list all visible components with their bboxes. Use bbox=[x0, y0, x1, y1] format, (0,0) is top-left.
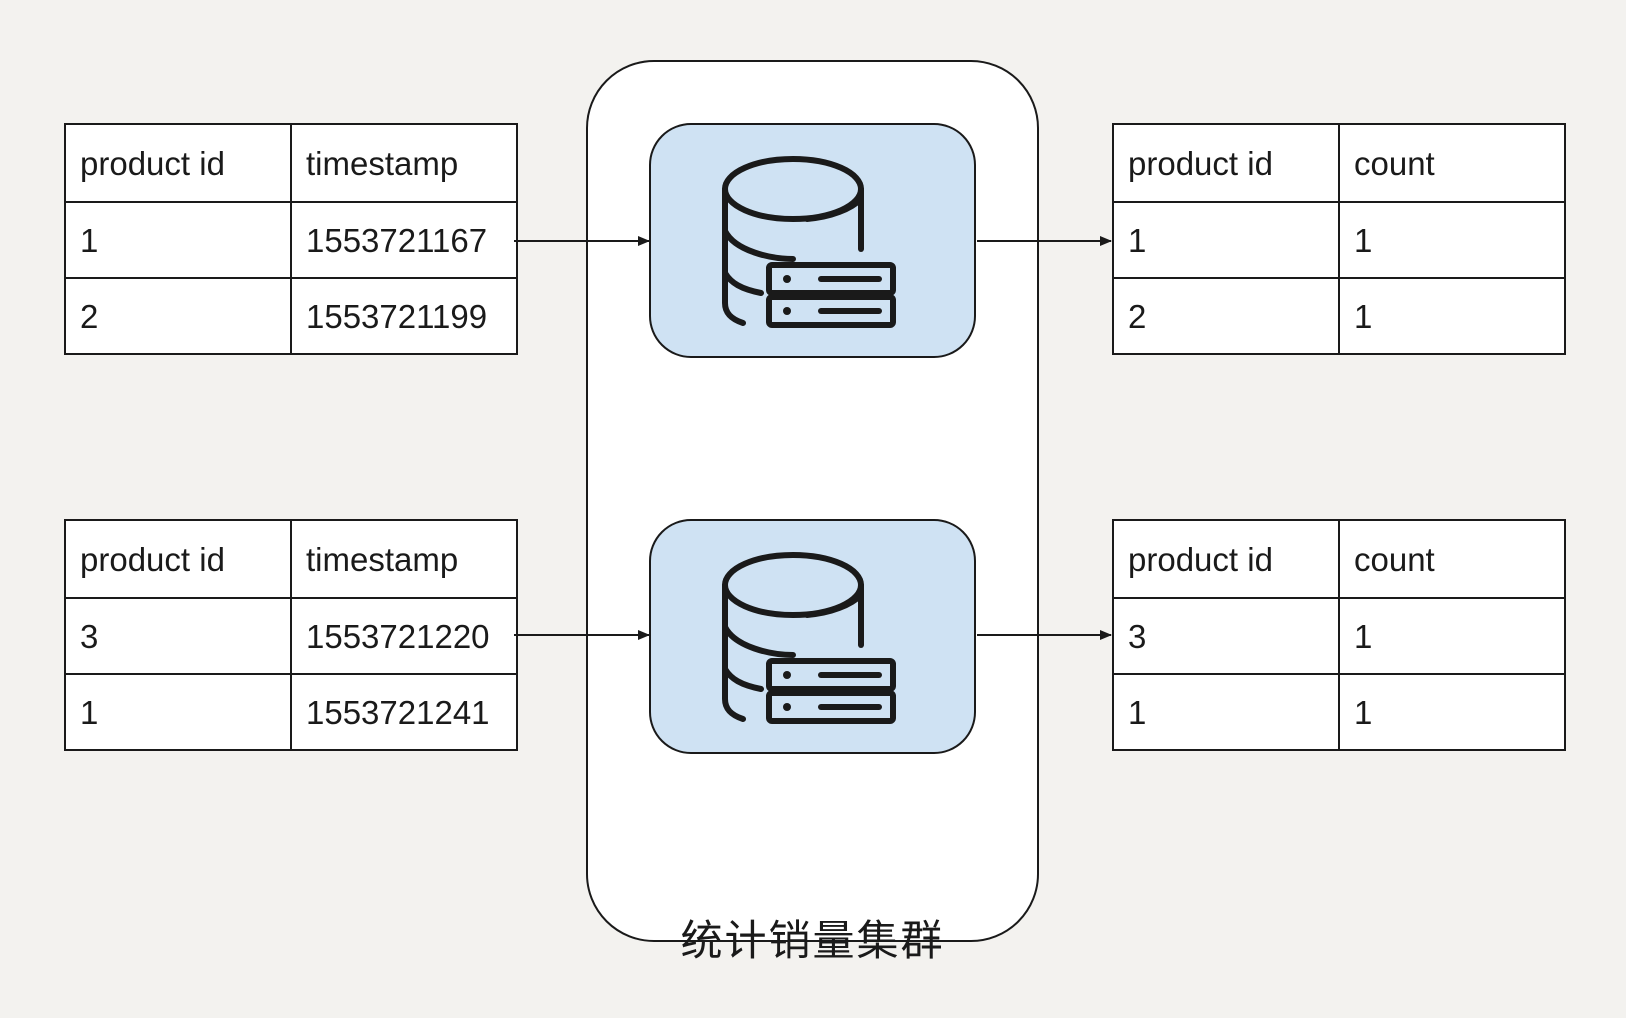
table-cell: 1553721220 bbox=[290, 597, 518, 675]
table-cell: 2 bbox=[1112, 277, 1340, 355]
table-row: 1 1553721167 bbox=[64, 201, 518, 279]
cluster-label: 统计销量集群 bbox=[680, 916, 945, 965]
table-row: 2 1 bbox=[1112, 277, 1566, 355]
table-cell: 1553721167 bbox=[290, 201, 518, 279]
table-row: 1 1553721241 bbox=[64, 673, 518, 751]
table-cell: 1 bbox=[1112, 201, 1340, 279]
table-cell: 1 bbox=[1338, 277, 1566, 355]
header-cell: product id bbox=[1112, 123, 1340, 203]
input-table-2: product id timestamp 3 1553721220 1 1553… bbox=[64, 519, 518, 751]
output-table-1: product id count 1 1 2 1 bbox=[1112, 123, 1566, 355]
table-row: 1 1 bbox=[1112, 673, 1566, 751]
header-cell: product id bbox=[1112, 519, 1340, 599]
header-cell: timestamp bbox=[290, 123, 518, 203]
table-cell: 1 bbox=[64, 673, 292, 751]
table-cell: 3 bbox=[1112, 597, 1340, 675]
output-table-2: product id count 3 1 1 1 bbox=[1112, 519, 1566, 751]
table-cell: 2 bbox=[64, 277, 292, 355]
table-cell: 1 bbox=[1338, 201, 1566, 279]
table-cell: 1553721199 bbox=[290, 277, 518, 355]
database-server-icon bbox=[722, 156, 896, 328]
header-cell: product id bbox=[64, 519, 292, 599]
table-cell: 1553721241 bbox=[290, 673, 518, 751]
table-cell: 1 bbox=[1338, 597, 1566, 675]
table-cell: 3 bbox=[64, 597, 292, 675]
header-cell: timestamp bbox=[290, 519, 518, 599]
table-row: 2 1553721199 bbox=[64, 277, 518, 355]
table-row: 3 1553721220 bbox=[64, 597, 518, 675]
table-header-row: product id timestamp bbox=[64, 519, 518, 599]
header-cell: count bbox=[1338, 123, 1566, 203]
table-header-row: product id count bbox=[1112, 123, 1566, 203]
table-cell: 1 bbox=[1112, 673, 1340, 751]
table-header-row: product id timestamp bbox=[64, 123, 518, 203]
database-server-icon bbox=[722, 552, 896, 724]
table-row: 1 1 bbox=[1112, 201, 1566, 279]
cluster-node-1 bbox=[649, 123, 976, 358]
header-cell: count bbox=[1338, 519, 1566, 599]
table-cell: 1 bbox=[64, 201, 292, 279]
cluster-node-2 bbox=[649, 519, 976, 754]
header-cell: product id bbox=[64, 123, 292, 203]
input-table-1: product id timestamp 1 1553721167 2 1553… bbox=[64, 123, 518, 355]
table-row: 3 1 bbox=[1112, 597, 1566, 675]
table-header-row: product id count bbox=[1112, 519, 1566, 599]
table-cell: 1 bbox=[1338, 673, 1566, 751]
